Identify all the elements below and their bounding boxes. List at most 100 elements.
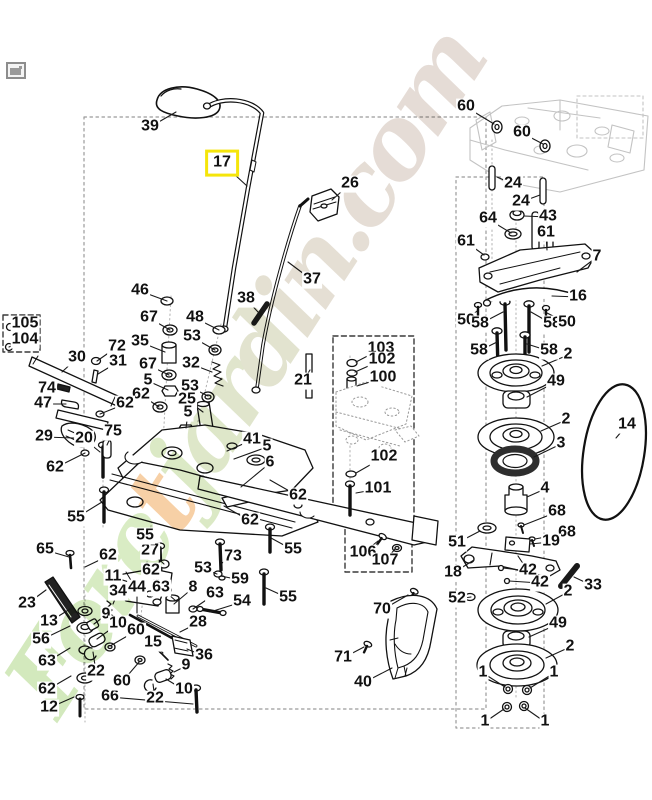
part-label: 33 — [583, 576, 603, 595]
part-label: 51 — [447, 533, 467, 552]
part-label: 62 — [45, 458, 65, 477]
part-label: 60 — [126, 621, 146, 640]
part-label: 22 — [86, 662, 106, 681]
part-label: 38 — [236, 289, 256, 308]
part-label: 8 — [187, 578, 199, 597]
spacer-box-parts — [335, 358, 420, 478]
part-label: 6 — [264, 453, 276, 472]
part-label: 5 — [182, 403, 194, 422]
part-label: 15 — [143, 633, 163, 652]
part-label: 1 — [477, 663, 489, 682]
part-label: 24 — [503, 174, 523, 193]
part-label: 107 — [370, 551, 400, 570]
part-label: 2 — [560, 410, 572, 429]
part-label: 58 — [470, 314, 490, 333]
part-label: 63 — [205, 584, 225, 603]
part-label: 56 — [31, 630, 51, 649]
part-label: 60 — [512, 123, 532, 142]
part-label: 23 — [17, 594, 37, 613]
part-label: 55 — [135, 526, 155, 545]
part-label: 63 — [37, 652, 57, 671]
part-label: 5 — [142, 371, 154, 390]
part-label: 68 — [557, 523, 577, 542]
part-label: 28 — [188, 613, 208, 632]
part-label: 44 — [127, 578, 147, 597]
part-label: 9 — [100, 605, 112, 624]
part-label: 2 — [564, 637, 576, 656]
part-label: 37 — [302, 270, 322, 289]
part-label: 58 — [469, 341, 489, 360]
ghost-chassis — [469, 95, 649, 193]
plate-26 — [309, 188, 340, 222]
part-label: 2 — [562, 582, 574, 601]
part-label: 55 — [66, 508, 86, 527]
part-label: 70 — [372, 600, 392, 619]
part-label: 35 — [130, 332, 150, 351]
part-label: 61 — [456, 232, 476, 251]
part-label: 48 — [185, 308, 205, 327]
part-label: 21 — [293, 371, 313, 390]
part-label: 5 — [261, 437, 273, 456]
part-label: 30 — [67, 348, 87, 367]
part-label: 39 — [140, 117, 160, 136]
part-label: 75 — [103, 422, 123, 441]
link-rod — [251, 197, 310, 394]
part-label: 71 — [333, 648, 353, 667]
part-label: 62 — [240, 511, 260, 530]
bottom-bracket-parts — [362, 532, 438, 680]
part-label: 72 — [107, 337, 127, 356]
part-label: 7 — [591, 247, 603, 266]
part-label: 49 — [546, 372, 566, 391]
part-label: 14 — [617, 415, 637, 434]
part-label: 49 — [548, 614, 568, 633]
part-label: 10 — [174, 680, 194, 699]
pin-38 — [251, 301, 270, 326]
part-label: 53 — [182, 327, 202, 346]
part-label: 105 — [10, 314, 40, 333]
part-label: 60 — [112, 672, 132, 691]
part-label: 102 — [367, 350, 397, 369]
part-label: 55 — [278, 588, 298, 607]
part-label: 50 — [557, 313, 577, 332]
part-label: 58 — [542, 314, 562, 333]
part-label: 1 — [479, 712, 491, 731]
part-label: 18 — [443, 563, 463, 582]
part-label: 43 — [538, 207, 558, 226]
part-label: 31 — [108, 352, 128, 371]
part-label: 27 — [140, 541, 160, 560]
part-label: 73 — [223, 547, 243, 566]
part-label: 12 — [39, 698, 59, 717]
part-label: 53 — [180, 377, 200, 396]
part-label: 66 — [100, 687, 120, 706]
part-label: 25 — [177, 390, 197, 409]
broken-image-icon — [6, 62, 26, 79]
part-label: 41 — [242, 430, 262, 449]
part-label: 9 — [180, 656, 192, 675]
part-label: 62 — [141, 561, 161, 580]
part-label: 3 — [555, 434, 567, 453]
part-label: 101 — [363, 479, 393, 498]
part-label: 54 — [232, 592, 252, 611]
part-label: 29 — [34, 427, 54, 446]
part-label: 34 — [108, 582, 128, 601]
part-label: 65 — [35, 540, 55, 559]
part-label: 68 — [547, 502, 567, 521]
part-label: 4 — [539, 479, 551, 498]
part-label: 61 — [536, 223, 556, 242]
part-label: 42 — [530, 573, 550, 592]
part-label: 10 — [108, 614, 128, 633]
part-label-highlighted: 17 — [205, 149, 239, 177]
part-label: 53 — [193, 559, 213, 578]
part-label: 62 — [288, 486, 308, 505]
part-label: 100 — [368, 368, 398, 387]
part-label: 104 — [10, 330, 40, 349]
part-label: 102 — [369, 447, 399, 466]
part-label: 22 — [145, 689, 165, 708]
part-label: 63 — [151, 578, 171, 597]
part-label: 13 — [39, 612, 59, 631]
left-pivot-parts — [4, 322, 174, 684]
part-label: 59 — [230, 570, 250, 589]
part-label: 24 — [511, 192, 531, 211]
part-label: 11 — [103, 567, 123, 586]
part-label: 64 — [478, 209, 498, 228]
